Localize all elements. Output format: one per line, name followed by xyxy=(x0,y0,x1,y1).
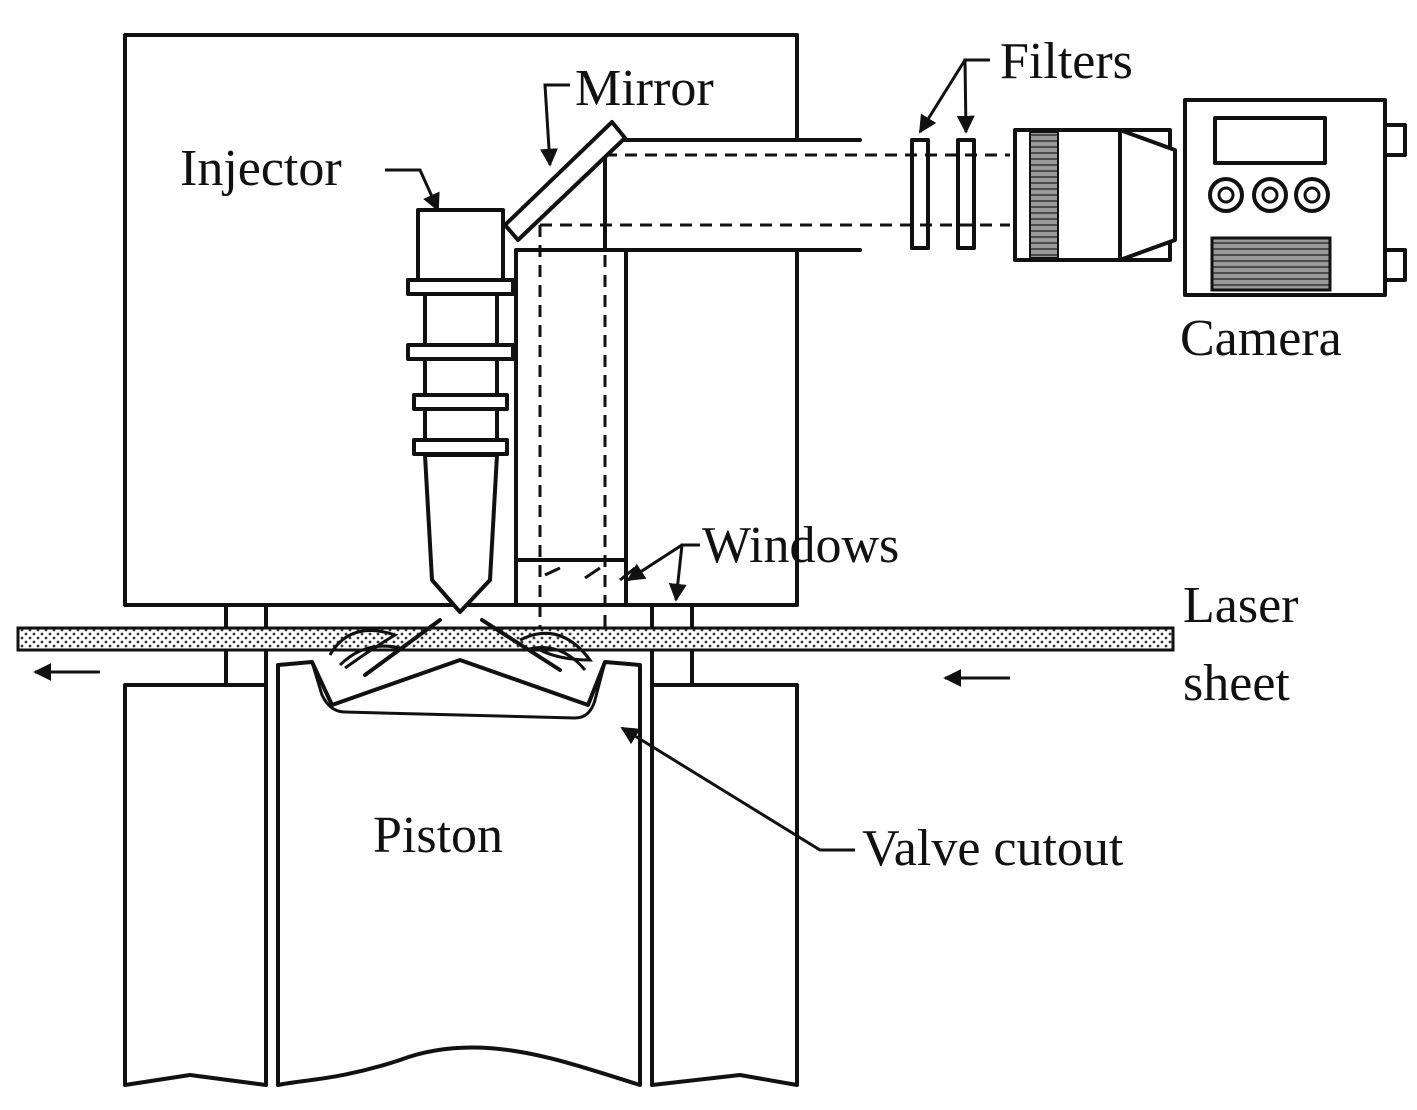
fuel-spray xyxy=(328,618,594,677)
filters xyxy=(910,138,976,250)
cylinder-liner xyxy=(123,683,799,1087)
laser-sheet xyxy=(16,626,1175,687)
optical-tube xyxy=(603,138,862,252)
label-mirror: Mirror xyxy=(575,60,714,117)
label-filters: Filters xyxy=(1000,33,1133,90)
label-valve-cutout: Valve cutout xyxy=(862,820,1124,877)
label-injector: Injector xyxy=(180,140,342,197)
label-laser-line2: sheet xyxy=(1183,655,1290,712)
piston xyxy=(276,658,642,1087)
camera xyxy=(1013,98,1407,297)
leader-lines xyxy=(385,58,990,852)
label-laser-line1: Laser xyxy=(1183,577,1298,634)
label-piston: Piston xyxy=(373,807,503,864)
injector xyxy=(406,208,515,614)
label-windows: Windows xyxy=(702,517,899,574)
label-camera: Camera xyxy=(1180,310,1342,367)
optical-path xyxy=(538,153,1010,720)
mirror xyxy=(503,120,627,242)
